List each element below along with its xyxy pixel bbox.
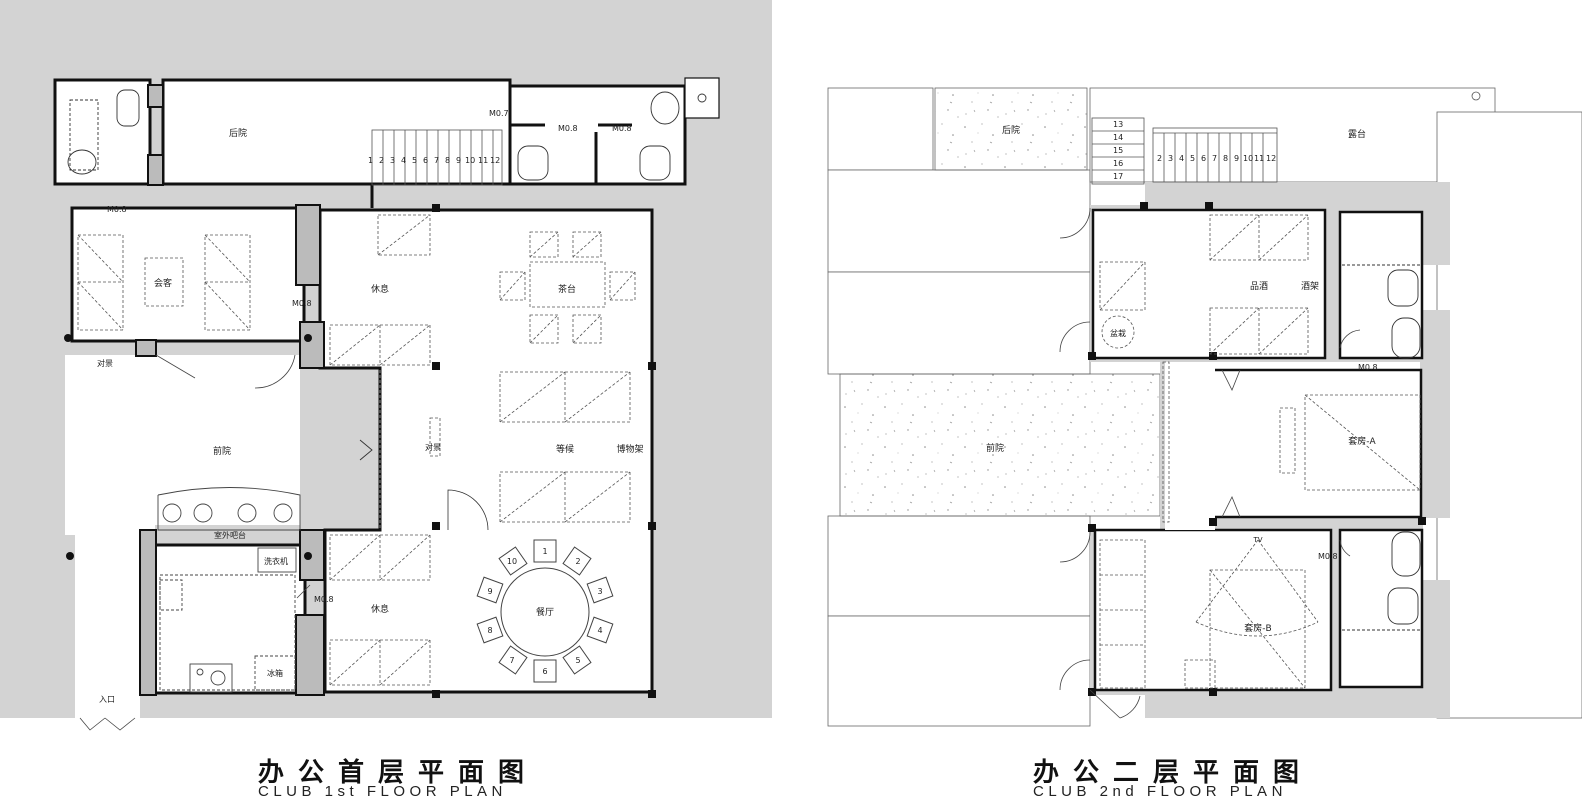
p1-seat: 7	[509, 656, 514, 665]
p2-stair-step: 7	[1212, 154, 1217, 163]
p2-stair-step: 3	[1168, 154, 1173, 163]
p1-stair-step: 1	[368, 156, 373, 165]
p2-stair-step: 6	[1201, 154, 1206, 163]
p1-door-d5: M0.8	[292, 299, 312, 308]
p1-door-d3: M0.8	[612, 124, 632, 133]
p2-stair-steps: 2 3 4 5 6 7 8 9 10 11 12	[1157, 154, 1276, 163]
p1-seat: 5	[575, 656, 580, 665]
p1-stair-step: 11	[478, 156, 488, 165]
p2-label-suite-b: 套房-B	[1244, 622, 1271, 634]
p1-seat: 2	[575, 557, 580, 566]
p1-label-rest-bottom: 休息	[371, 603, 389, 615]
p1-stair-step: 6	[423, 156, 428, 165]
p2-stair-step: 9	[1234, 154, 1239, 163]
p1-seat: 1	[542, 547, 547, 556]
p1-label-outdoor-bar: 室外吧台	[214, 530, 246, 540]
plan2-title-en: CLUB 2nd FLOOR PLAN	[1033, 783, 1287, 800]
p1-label-rest-top: 休息	[371, 283, 389, 295]
p1-stair-step: 12	[490, 156, 500, 165]
p2-stair-step: 13	[1113, 120, 1123, 129]
p2-label-bonsai: 盆栽	[1110, 328, 1126, 338]
p2-label-front-yard: 前院	[986, 442, 1004, 454]
p1-label-washer: 洗衣机	[264, 556, 288, 566]
p2-stair-step: 8	[1223, 154, 1228, 163]
p1-label-display-shelf: 博物架	[616, 443, 643, 455]
p1-seat: 9	[487, 587, 492, 596]
p1-stair-step: 7	[434, 156, 439, 165]
p2-label-wine-rack: 酒架	[1301, 281, 1319, 292]
p1-table-seats: 1 2 3 4 5 6 7 8 9 10	[487, 547, 602, 676]
p2-stair-step: 17	[1113, 172, 1123, 181]
p1-label-screen-wall-inner: 对景	[425, 442, 441, 452]
p1-seat: 6	[542, 667, 547, 676]
p1-seat: 3	[597, 587, 602, 596]
p1-stair-step: 5	[412, 156, 417, 165]
p1-door-d2: M0.8	[558, 124, 578, 133]
p1-stair-step: 2	[379, 156, 384, 165]
p1-seat: 4	[597, 626, 602, 635]
p2-stair-step: 10	[1243, 154, 1253, 163]
p1-label-fridge: 冰箱	[267, 668, 283, 678]
p2-stair-upper: 13 14 15 16 17	[1113, 120, 1123, 181]
p1-seat: 10	[507, 557, 517, 566]
p1-stair-step: 3	[390, 156, 395, 165]
p2-label-backyard: 后院	[1002, 124, 1020, 136]
plan-2nd-floor: 后院 露台 品酒 酒架 盆栽 前院 套房-A 套房-B TV M0.8 M0.8…	[827, 87, 1582, 727]
p1-stair-step: 4	[401, 156, 406, 165]
p2-stair-step: 4	[1179, 154, 1184, 163]
p1-door-d6: M0.8	[314, 595, 334, 604]
p1-door-d4: M0.8	[107, 205, 127, 214]
p2-label-suite-a: 套房-A	[1348, 435, 1376, 447]
p1-stair-steps: 1 2 3 4 5 6 7 8 9 10 11 12	[368, 156, 500, 165]
p1-label-entrance: 入口	[99, 695, 115, 704]
p2-stair-step: 12	[1266, 154, 1276, 163]
p1-label-reception: 会客	[154, 277, 172, 289]
p2-label-wine-tasting: 品酒	[1250, 281, 1268, 292]
p1-door-d1: M0.7	[489, 109, 509, 118]
p2-door-d1: M0.8	[1358, 363, 1378, 372]
p1-stair-step: 10	[465, 156, 475, 165]
p1-label-tea-table: 茶台	[558, 283, 576, 295]
p1-seat: 8	[487, 626, 492, 635]
plan-1st-floor: 后院 会客 休息 茶台 对景 前院 对景 等候 博物架 室外吧台 洗衣机 休息 …	[0, 0, 772, 731]
plan2-title-cn: 办公二层平面图	[1033, 758, 1314, 788]
p1-label-waiting: 等候	[556, 443, 574, 455]
p1-label-front-yard: 前院	[213, 445, 231, 457]
p1-label-dining: 餐厅	[536, 606, 554, 618]
p1-stair-step: 8	[445, 156, 450, 165]
plan1-title-cn: 办公首层平面图	[258, 758, 539, 788]
p2-stair-step: 2	[1157, 154, 1162, 163]
p2-stair-step: 14	[1113, 133, 1123, 142]
p2-door-d2: M0.8	[1318, 552, 1338, 561]
plan1-title-en: CLUB 1st FLOOR PLAN	[258, 783, 507, 800]
p1-label-screen-wall-outer: 对景	[97, 358, 113, 368]
p2-stair-step: 11	[1254, 154, 1264, 163]
p2-stair-step: 5	[1190, 154, 1195, 163]
p2-label-tv: TV	[1252, 536, 1262, 544]
p2-stair-step: 15	[1113, 146, 1123, 155]
p1-label-backyard: 后院	[229, 127, 247, 139]
p1-stair-step: 9	[456, 156, 461, 165]
p2-label-terrace: 露台	[1348, 128, 1366, 140]
p2-stair-step: 16	[1113, 159, 1123, 168]
